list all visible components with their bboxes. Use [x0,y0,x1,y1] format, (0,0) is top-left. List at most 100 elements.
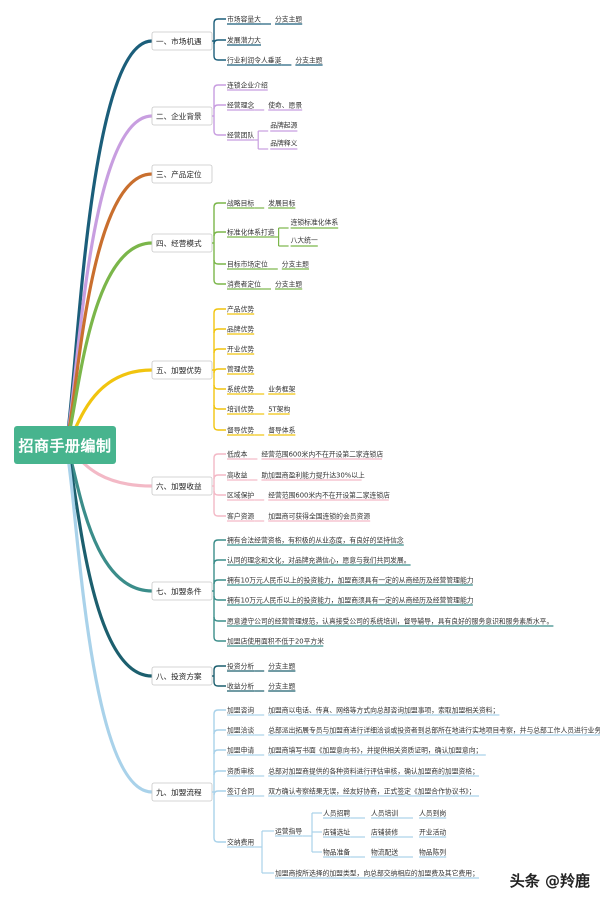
subtopic-connector [213,453,226,459]
subtopic-connector [213,681,226,687]
subtopic-connector [213,328,226,334]
subtopic-connector [213,837,226,843]
subtopic-label: 认同的理念和文化，对品牌充满信心，愿意与我们共同发展。 [227,555,411,564]
branch-topic-label: 七、加盟条件 [156,586,202,596]
subtopic-connector [213,490,226,496]
subtopic-connector [213,259,226,265]
subtopic-connector [213,308,226,314]
subtopic-label: 加盟店使用面积不低于20平方米 [227,636,324,645]
subtopic-label: 经营团队 [227,130,254,139]
subtopic-label: 标准化体系打造 [227,227,275,236]
subtopic-label: 市场容量大 [227,14,261,23]
subtopic-connector [213,665,226,671]
subtopic-label: 发展目标 [268,198,295,207]
subtopic-label: 加盟咨询 [227,705,254,714]
subtopic-label: 开业活动 [419,827,446,836]
branch-connector [62,443,154,794]
subtopic-label: 双方确认考察结果无误，经友好协商，正式签定《加盟合作协议书》； [268,786,475,795]
subtopic-label: 加盟申请 [227,745,254,754]
subtopic-label: 培训优势 [227,404,254,413]
subtopic-connector [213,729,226,735]
branch-topic-label: 四、经营模式 [156,238,202,248]
subtopic-label: 高收益 [227,470,248,479]
subtopic-label: 连锁企业介绍 [227,80,268,89]
subtopic-label: 督导优势 [227,425,254,434]
subtopic-connector [213,749,226,755]
subtopic-connector [213,770,226,776]
subtopic-label: 物品准备 [323,847,350,856]
subtopic-connector [213,368,226,374]
subtopic-label: 品牌优势 [227,324,254,333]
subtopic-connector [213,709,226,715]
subtopic-label: 人员招聘 [323,808,350,817]
subtopic-label: 加盟商填写书面《加盟意向书》，并提供相关资质证明，确认加盟意向； [268,745,482,754]
subtopic-label: 分支主题 [282,259,309,268]
subtopic-connector [213,790,226,796]
subtopic-label: 八大统一 [291,235,318,244]
subtopic-label: 系统优势 [227,384,254,393]
subtopic-connector [213,616,226,622]
subtopic-label: 分支主题 [275,14,302,23]
subtopic-label: 分支主题 [275,279,302,288]
subtopic-connector [213,595,226,601]
branch-topic-label: 二、企业背景 [156,111,202,121]
subtopic-label: 收益分析 [227,681,254,690]
subtopic-connector [213,425,226,431]
subtopic-connector [213,539,226,545]
subtopic-label: 签订合同 [227,786,254,795]
subtopic-label: 加盟商以电话、传真、网络等方式向总部咨询加盟事项，索取加盟相关资料； [268,705,499,714]
subtopic-label: 管理优势 [227,364,254,373]
subtopic-label: 客户资源 [227,511,254,520]
subtopic-label: 使命、愿景 [268,100,302,109]
root-topic-label: 招商手册编制 [18,436,112,455]
subtopic-connector [213,130,226,136]
root-topic[interactable]: 招商手册编制 [14,426,116,464]
subtopic-connector [213,404,226,410]
subtopic-label: 店铺选址 [323,827,350,836]
subtopic-label: 加盟商按所选择的加盟类型，向总部交纳相应的加盟费及其它费用； [275,868,479,877]
subtopic-label: 品牌起源 [270,120,297,129]
subtopic-label: 交纳费用 [227,837,254,846]
subtopic-label: 低成本 [227,449,248,458]
subtopic-connector [213,636,226,642]
subtopic-label: 经营范围600米内不在开设第二家连锁店 [261,449,383,458]
subtopic-connector [213,474,226,480]
subtopic-label: 消费者定位 [227,279,261,288]
branch-connector [62,172,154,447]
subtopic-label: 业务框架 [268,384,295,393]
subtopic-label: 督导体系 [268,425,295,434]
branch-topic-label: 九、加盟流程 [156,787,202,797]
subtopic-label: 愿意遵守公司的经营管理规范，认真接受公司的系统培训，督导辅导，具有良好的服务意识… [227,616,553,625]
branch-topic-label: 五、加盟优势 [156,365,202,375]
branch-topic-box [151,164,213,184]
subtopic-label: 品牌释义 [270,138,297,147]
subtopic-label: 拥有10万元人民币以上的投资能力，加盟商须具有一定的从商经历及经营管理能力 [227,575,474,584]
subtopic-connector [213,511,226,517]
subtopic-connector [213,231,226,237]
subtopic-label: 总部对加盟商提供的各种资料进行评估审核，确认加盟商的加盟资格； [268,766,479,775]
subtopic-label: 分支主题 [268,661,295,670]
subtopic-label: 行业利润令人垂涎 [227,55,282,64]
subtopic-connector [213,84,226,90]
subtopic-label: 分支主题 [295,55,322,64]
subtopic-label: 区域保护 [227,490,254,499]
subtopic-connector [213,579,226,585]
subtopic-label: 经营理念 [227,100,254,109]
subtopic-connector [213,559,226,565]
subtopic-label: 加盟商可获得全国连锁的会员资源 [268,511,370,520]
subtopic-label: 物流配送 [371,847,398,856]
subtopic-label: 发展潜力大 [227,35,261,44]
subtopic-label: 战略目标 [227,198,254,207]
subtopic-label: 产品优势 [227,304,254,313]
subtopic-label: 目标市场定位 [227,259,268,268]
subtopic-label: 人员培训 [371,808,398,817]
subtopic-label: 投资分析 [227,661,254,670]
branch-topic-label: 六、加盟收益 [156,481,202,491]
subtopic-connector [213,202,226,208]
subtopic-connector [213,104,226,110]
subtopic-connector [213,55,226,61]
subtopic-label: 物品陈列 [419,847,446,856]
branch-topic-label: 八、投资方案 [156,671,202,681]
subtopic-label: 连锁标准化体系 [291,217,339,226]
subtopic-label: 运营指导 [275,826,302,835]
